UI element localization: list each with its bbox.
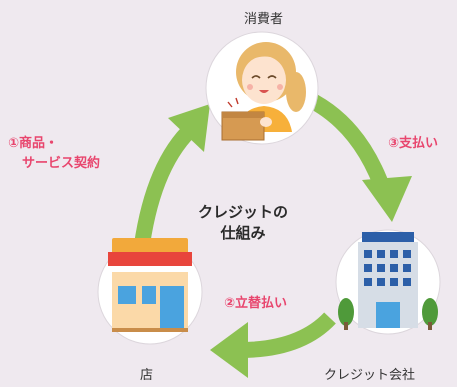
arrow-credit-to-store — [210, 312, 336, 378]
credit-company-node — [335, 229, 441, 335]
arrow-consumer-to-credit — [296, 87, 412, 222]
consumer-label: 消費者 — [244, 12, 284, 27]
step2-label: ②立替払い — [224, 296, 288, 311]
woman-holding-box-icon — [221, 42, 306, 141]
step3-label: ③支払い — [388, 136, 439, 151]
step1-label-line1: ①商品・ — [8, 136, 59, 151]
diagram-title: クレジットの 仕組み — [188, 202, 298, 244]
consumer-node — [205, 31, 319, 145]
store-label: 店 — [140, 368, 154, 383]
store-node — [97, 238, 203, 345]
office-building-icon — [338, 232, 438, 330]
step1-label-line2: サービス契約 — [22, 156, 101, 171]
storefront-icon — [108, 238, 192, 332]
credit-company-label: クレジット会社 — [324, 368, 416, 383]
diagram-title-line2: 仕組み — [220, 224, 266, 242]
diagram-title-line1: クレジットの — [197, 203, 288, 221]
